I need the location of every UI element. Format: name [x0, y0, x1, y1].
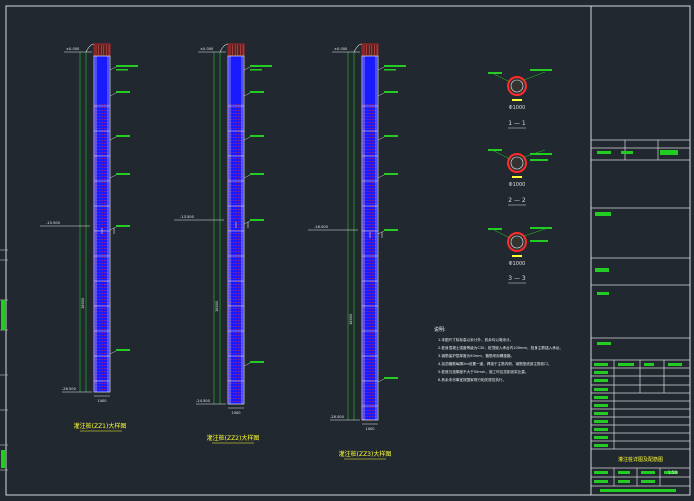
callout-tag [116, 225, 130, 227]
callout-tag [250, 361, 264, 363]
pile-caption-1: 灌注桩(ZZ1)大样图 [74, 422, 127, 430]
pile-caption-3: 灌注桩(ZZ3)大样图 [339, 450, 392, 458]
dimension-text: 18000 [349, 313, 353, 325]
elevation-top-label: ±0.000 [200, 47, 214, 51]
pile-zz1: ±0.000 -15.500 -26.500 18000 1000 [40, 43, 138, 403]
callout-tag [116, 349, 130, 351]
pile-outline [93, 55, 111, 393]
section-1-1: Φ1000 1 — 1 [488, 69, 552, 129]
left-margin-tabs [0, 249, 8, 471]
callout-tag [250, 65, 272, 67]
notes-line-2: 2.桩身混凝土强度等级为C30，桩顶嵌入承台内100mm，桩身主筋锚入承台。 [438, 345, 563, 350]
pile-head [227, 43, 245, 57]
elevation-mid-label: -16.500 [314, 225, 329, 229]
section-title-2: 2 — 2 [508, 197, 526, 204]
pile-shaft [228, 56, 244, 404]
callout-tag [250, 219, 264, 221]
callout-tag [250, 173, 264, 175]
elevation-mid-label: -13.500 [180, 215, 195, 219]
sheet-border [5, 5, 691, 496]
general-notes: 说明: 1.本图尺寸除标高以米计外，其余均以毫米计。 2.桩身混凝土强度等级为C… [434, 326, 563, 382]
callout-tag [384, 173, 398, 175]
elevation-bottom-label: -24.500 [196, 399, 211, 403]
notes-heading: 说明: [434, 326, 446, 333]
pile-zz2: ±0.000 -13.500 -24.500 18000 1000 [174, 43, 272, 415]
title-block [591, 139, 690, 487]
elevation-top-label: ±0.000 [334, 47, 348, 51]
notes-line-1: 1.本图尺寸除标高以米计外，其余均以毫米计。 [438, 337, 513, 342]
section-2-2: Φ1000 2 — 2 [488, 149, 552, 206]
callout-tag [250, 135, 264, 137]
pile-caption-2: 灌注桩(ZZ2)大样图 [207, 434, 260, 442]
callout-tag [384, 229, 398, 231]
notes-line-3: 3.钢筋保护层厚度为50mm，箍筋采用螺旋箍。 [438, 353, 514, 358]
section-size-1: Φ1000 [509, 105, 526, 111]
callout-tag [384, 135, 398, 137]
elevation-bottom-label: -28.500 [330, 415, 345, 419]
notes-line-6: 6.其余未尽事宜按国家现行相关规范执行。 [438, 377, 506, 382]
notes-line-4: 4.加劲箍筋每隔2m设置一道，焊接于主筋内侧，钢筋笼底部主筋收口。 [438, 361, 551, 366]
callout-tag [116, 173, 130, 175]
pile-width-label: 1000 [231, 411, 241, 415]
section-title-1: 1 — 1 [508, 120, 526, 127]
pile-width-label: 1000 [97, 399, 107, 403]
section-title-3: 3 — 3 [508, 275, 526, 282]
pile-head [93, 43, 111, 57]
dimension-text: 18000 [81, 297, 85, 309]
elevation-mid-label: -15.500 [46, 221, 61, 225]
callout-tag [116, 135, 130, 137]
pile-outline [361, 55, 379, 421]
callout-tag [384, 377, 398, 379]
pile-head [361, 43, 379, 57]
drawing-title: 灌注桩详图及配筋图 [618, 456, 663, 463]
section-3-3: Φ1000 3 — 3 [488, 227, 552, 284]
section-size-3: Φ1000 [509, 261, 526, 267]
callout-tag [250, 91, 264, 93]
pile-outline [227, 55, 245, 405]
title-block-stamps [594, 150, 682, 492]
drawing-scale: 1:50 [668, 470, 677, 475]
elevation-bottom-label: -26.500 [62, 387, 77, 391]
section-size-2: Φ1000 [509, 182, 526, 188]
elevation-top-label: ±0.000 [66, 47, 80, 51]
callout-tag [384, 91, 398, 93]
pile-zz3: ±0.000 -16.500 -28.500 18000 1000 [308, 43, 406, 431]
callout-tag [384, 65, 406, 67]
callout-tag [116, 65, 138, 67]
dimension-text: 18000 [215, 300, 219, 312]
pile-width-label: 1000 [365, 427, 375, 431]
notes-line-5: 5.桩底沉渣厚度不大于50mm，施工时应控制泥浆比重。 [438, 369, 528, 374]
callout-tag [116, 91, 130, 93]
